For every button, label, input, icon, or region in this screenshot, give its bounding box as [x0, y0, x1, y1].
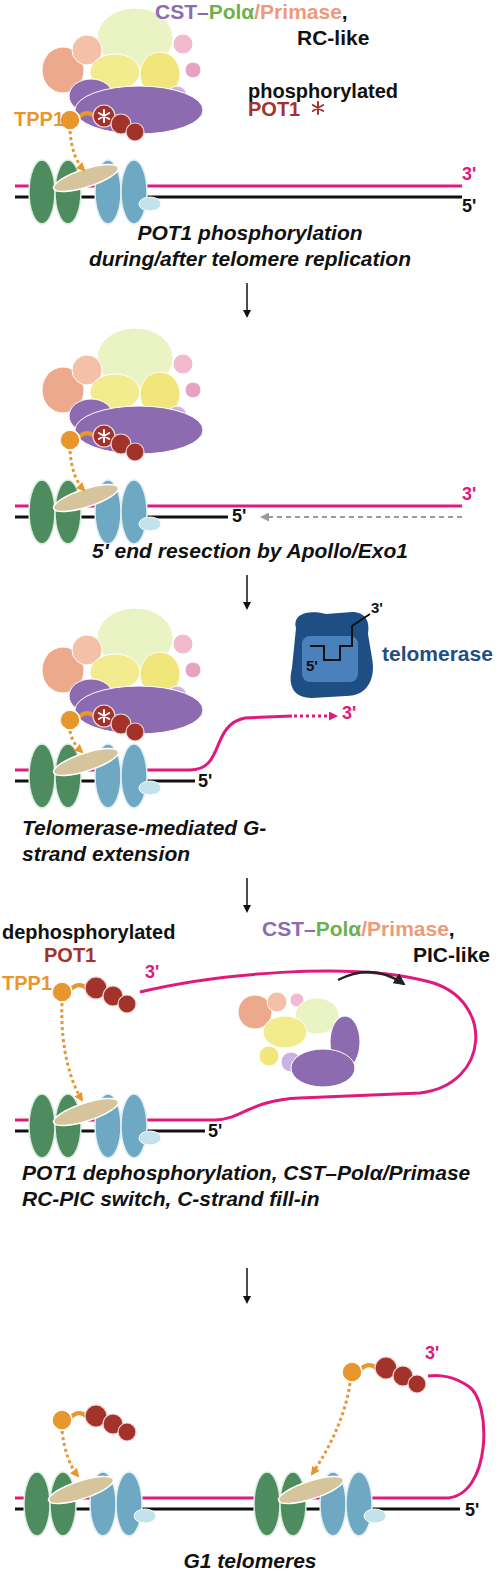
strand-end: 3'	[462, 164, 476, 185]
phospho-asterisk	[99, 430, 109, 442]
strand-end: 5'	[208, 1121, 222, 1142]
phospho-asterisk	[99, 110, 109, 122]
state-label: RC-like	[297, 26, 369, 50]
cst-pic-complex	[238, 992, 360, 1087]
rna-end: 5'	[306, 658, 318, 675]
tpp1-pot1	[60, 105, 144, 141]
shelterin-complex	[29, 743, 161, 808]
complex-name: /Primase	[254, 0, 342, 23]
complex-name: ,	[449, 917, 455, 940]
label-row: CST–Polα/Primase,	[262, 917, 455, 941]
strand-end: 5'	[462, 196, 476, 217]
complex-name: CST–	[262, 917, 316, 940]
strand-end: 3'	[462, 484, 476, 505]
shelterin-complex	[24, 1471, 156, 1536]
extension-arrow	[294, 715, 336, 718]
phospho-asterisk	[313, 102, 323, 114]
dotted-arrow	[312, 1383, 350, 1474]
shelterin-complex	[254, 1471, 386, 1536]
strand-end: 5'	[232, 506, 246, 527]
tpp1-pot1	[60, 705, 144, 741]
protein-label: TPP1	[2, 972, 52, 995]
telomerase-body	[291, 612, 373, 698]
protein-label: TPP1	[14, 108, 64, 131]
dotted-arrow	[62, 1003, 82, 1100]
step-caption: POT1 phosphorylation during/after telome…	[15, 220, 485, 273]
step-caption: POT1 dephosphorylation, CST–Polα/Primase…	[22, 1160, 492, 1213]
resection-arrow	[262, 516, 462, 518]
step-arrow	[246, 283, 248, 316]
step-arrow	[246, 878, 248, 911]
step-caption: G1 telomeres	[15, 1548, 485, 1574]
state-label: dephosphorylated	[2, 921, 175, 944]
enzyme-name: telomerase	[382, 642, 493, 665]
tpp1-pot1	[60, 425, 144, 461]
label-row: CST–Polα/Primase,	[155, 0, 348, 24]
shelterin-complex	[29, 479, 161, 544]
step-arrow	[246, 1268, 248, 1302]
g-strand-loop	[15, 971, 476, 1120]
strand-end: 5'	[198, 771, 212, 792]
strand-end: 3'	[342, 703, 356, 724]
complex-name: ,	[342, 0, 348, 23]
complex-name: CST–	[155, 0, 209, 23]
step-arrow	[246, 575, 248, 608]
shelterin-complex	[29, 1093, 161, 1158]
dotted-arrow	[70, 731, 82, 752]
switch-arrow	[338, 972, 404, 984]
phospho-asterisk	[99, 710, 109, 722]
shelterin-complex	[29, 159, 161, 224]
tpp1-pot1	[52, 977, 136, 1013]
strand-end: 3'	[425, 1343, 439, 1364]
dotted-arrow	[70, 451, 84, 490]
complex-name: Polα	[209, 0, 255, 23]
state-label: PIC-like	[413, 943, 490, 967]
protein-label: POT1	[248, 98, 300, 121]
telomerase-rna	[310, 614, 370, 660]
rna-end: 3'	[371, 600, 383, 617]
step-caption: 5' end resection by Apollo/Exo1	[15, 538, 485, 564]
dotted-arrow	[62, 1431, 78, 1476]
strand-end: 5'	[465, 1500, 479, 1521]
telomerase-shape	[282, 606, 377, 701]
c-strand	[15, 1508, 460, 1511]
dotted-arrow	[70, 131, 84, 170]
strand-end: 3'	[145, 962, 159, 983]
tpp1-pot1	[342, 1357, 426, 1393]
protein-label: POT1	[44, 944, 96, 967]
c-strand	[15, 196, 462, 199]
complex-name: /Primase	[361, 917, 449, 940]
telomerase-enzyme: 3'5'telomerase	[282, 606, 377, 701]
tpp1-pot1	[52, 1405, 136, 1441]
complex-name: Polα	[316, 917, 362, 940]
step-caption: Telomerase-mediated G-strand extension	[22, 815, 322, 868]
